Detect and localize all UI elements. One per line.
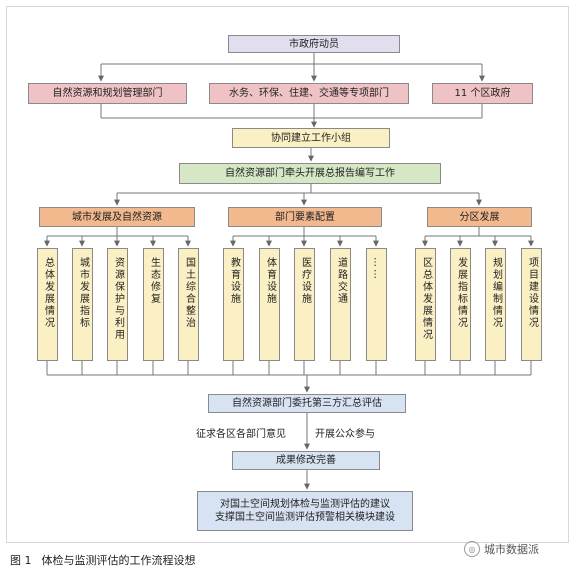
sub-item-label: ……: [371, 257, 383, 281]
planning-dept-node: 自然资源和规划管理部门: [28, 83, 187, 104]
consolidate-node: 自然资源部门委托第三方汇总评估: [208, 394, 406, 413]
sub-item-dept: 体育设施: [259, 248, 280, 361]
sub-item-dept: 道路交通: [330, 248, 351, 361]
working-group-node: 协同建立工作小组: [232, 128, 390, 148]
sub-item-label: 规划编制情况: [490, 257, 502, 329]
diagram-frame: [6, 6, 569, 543]
sub-item-label: 区总体发展情况: [420, 257, 432, 341]
sub-item-label: 医疗设施: [299, 257, 311, 305]
sub-item-label: 体育设施: [264, 257, 276, 305]
final-line-1: 对国土空间规划体检与监测评估的建议: [220, 499, 390, 510]
sub-item-dept: ……: [366, 248, 387, 361]
sub-item-dept: 医疗设施: [294, 248, 315, 361]
sub-item-city: 总体发展情况: [37, 248, 58, 361]
district-govt-node: 11 个区政府: [432, 83, 533, 104]
category-district-node: 分区发展: [427, 207, 532, 227]
sub-item-label: 项目建设情况: [526, 257, 538, 329]
report-node: 自然资源部门牵头开展总报告编写工作: [179, 163, 441, 184]
sub-item-city: 城市发展指标: [72, 248, 93, 361]
sub-item-label: 发展指标情况: [455, 257, 467, 329]
note-solicit-opinions: 征求各区各部门意见: [196, 429, 286, 440]
special-dept-node: 水务、环保、住建、交通等专项部门: [209, 83, 409, 104]
caption-text: 体检与监测评估的工作流程设想: [41, 554, 196, 567]
sub-item-district: 项目建设情况: [521, 248, 542, 361]
wechat-icon: ◎: [464, 541, 480, 557]
refine-node: 成果修改完善: [232, 451, 380, 470]
sub-item-city: 国土综合整治: [178, 248, 199, 361]
mobilize-node: 市政府动员: [228, 35, 400, 53]
sub-item-district: 发展指标情况: [450, 248, 471, 361]
category-dept-node: 部门要素配置: [228, 207, 382, 227]
sub-item-label: 国土综合整治: [183, 257, 195, 329]
sub-item-label: 教育设施: [228, 257, 240, 305]
note-public-participation: 开展公众参与: [315, 429, 375, 440]
category-city-node: 城市发展及自然资源: [39, 207, 195, 227]
sub-item-district: 规划编制情况: [485, 248, 506, 361]
brand-watermark: ◎ 城市数据派: [464, 541, 539, 557]
sub-item-label: 生态修复: [148, 257, 160, 305]
sub-item-city: 资源保护与利用: [107, 248, 128, 361]
sub-item-dept: 教育设施: [223, 248, 244, 361]
brand-label: 城市数据派: [484, 543, 539, 556]
figure-caption: 图 1 体检与监测评估的工作流程设想: [10, 552, 206, 568]
sub-item-city: 生态修复: [143, 248, 164, 361]
sub-item-label: 资源保护与利用: [112, 257, 124, 341]
caption-label: 图 1: [10, 554, 32, 567]
sub-item-label: 道路交通: [335, 257, 347, 305]
final-line-2: 支撑国土空间监测评估预警相关模块建设: [215, 512, 395, 523]
sub-item-label: 城市发展指标: [77, 257, 89, 329]
sub-item-label: 总体发展情况: [42, 257, 54, 329]
sub-item-district: 区总体发展情况: [415, 248, 436, 361]
final-output-node: 对国土空间规划体检与监测评估的建议 支撑国土空间监测评估预警相关模块建设: [197, 491, 413, 531]
